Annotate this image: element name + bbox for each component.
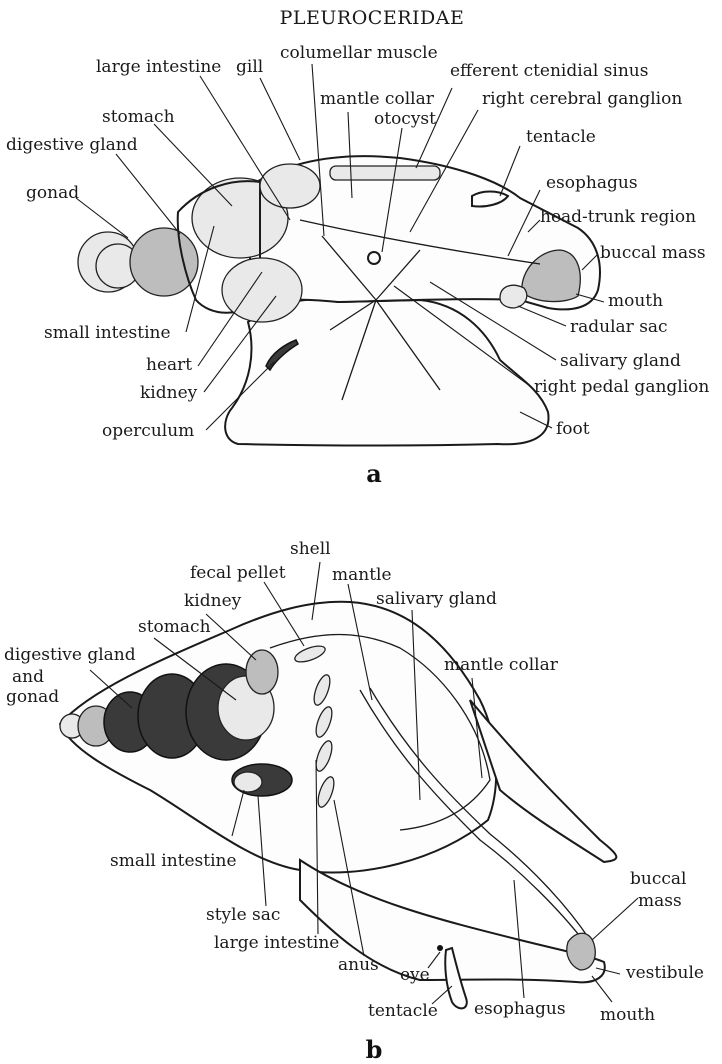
- label-a-digestive-gland: digestive gland: [6, 135, 138, 155]
- label-a-operculum: operculum: [102, 421, 194, 441]
- label-b-fecal-pellet: fecal pellet: [190, 563, 286, 583]
- label-b-stomach: stomach: [138, 617, 211, 637]
- label-a-foot: foot: [556, 419, 590, 439]
- label-a-gill: gill: [236, 57, 263, 77]
- ctenidial-sinus-strip: [330, 166, 440, 180]
- label-b-style-sac: style sac: [206, 905, 280, 925]
- label-a-mantle-collar: mantle collar: [320, 89, 435, 109]
- label-b-digestive-gland-2: and: [12, 667, 44, 687]
- figure-title: PLEUROCERIDAE: [280, 7, 465, 29]
- label-b-eye: eye: [400, 965, 430, 985]
- label-b-esophagus: esophagus: [474, 999, 566, 1019]
- label-a-large-intestine: large intestine: [96, 57, 221, 77]
- label-b-vestibule: vestibule: [625, 963, 704, 983]
- label-a-stomach: stomach: [102, 107, 175, 127]
- small-intestine-shape-b: [234, 772, 262, 792]
- label-b-digestive-gland-3: gonad: [6, 687, 59, 707]
- label-a-gonad: gonad: [26, 183, 79, 203]
- label-a-radular-sac: radular sac: [570, 317, 668, 337]
- label-a-tentacle: tentacle: [526, 127, 596, 147]
- label-a-mouth: mouth: [608, 291, 663, 311]
- label-b-mouth: mouth: [600, 1005, 655, 1025]
- label-b-anus: anus: [338, 955, 379, 975]
- radular-sac-shape-a: [500, 285, 527, 308]
- label-a-buccal-mass: buccal mass: [600, 243, 706, 263]
- label-a-salivary-gland: salivary gland: [560, 351, 681, 371]
- label-b-buccal-1: buccal: [630, 869, 686, 889]
- label-b-small-intestine: small intestine: [110, 851, 237, 871]
- kidney-shape-b: [246, 650, 278, 694]
- otocyst-shape-a: [368, 252, 380, 264]
- label-a-efferent-ctenidial-sinus: efferent ctenidial sinus: [450, 61, 648, 81]
- label-b-buccal-2: mass: [638, 891, 682, 911]
- label-b-salivary-gland: salivary gland: [376, 589, 497, 609]
- label-a-esophagus: esophagus: [546, 173, 638, 193]
- foot-outline: [225, 299, 548, 445]
- label-a-heart: heart: [146, 355, 192, 375]
- label-b-digestive-gland-1: digestive gland: [4, 645, 136, 665]
- label-b-large-intestine: large intestine: [214, 933, 339, 953]
- label-a-otocyst: otocyst: [374, 109, 436, 129]
- label-b-mantle: mantle: [332, 565, 392, 585]
- label-a-kidney: kidney: [140, 383, 198, 403]
- label-b-mantle-collar: mantle collar: [444, 655, 559, 675]
- label-a-right-cerebral-ganglion: right cerebral ganglion: [482, 89, 682, 109]
- eye-dot-b: [437, 945, 443, 951]
- label-b-tentacle: tentacle: [368, 1001, 438, 1021]
- label-a-columellar-muscle: columellar muscle: [280, 43, 438, 63]
- panel-b-letter: b: [366, 1035, 383, 1064]
- label-a-right-pedal-ganglion: right pedal ganglion: [534, 377, 709, 397]
- label-a-small-intestine: small intestine: [44, 323, 171, 343]
- panel-a-letter: a: [366, 459, 382, 488]
- label-b-shell: shell: [290, 539, 331, 559]
- label-b-kidney: kidney: [184, 591, 242, 611]
- label-a-head-trunk-region: head-trunk region: [540, 207, 696, 227]
